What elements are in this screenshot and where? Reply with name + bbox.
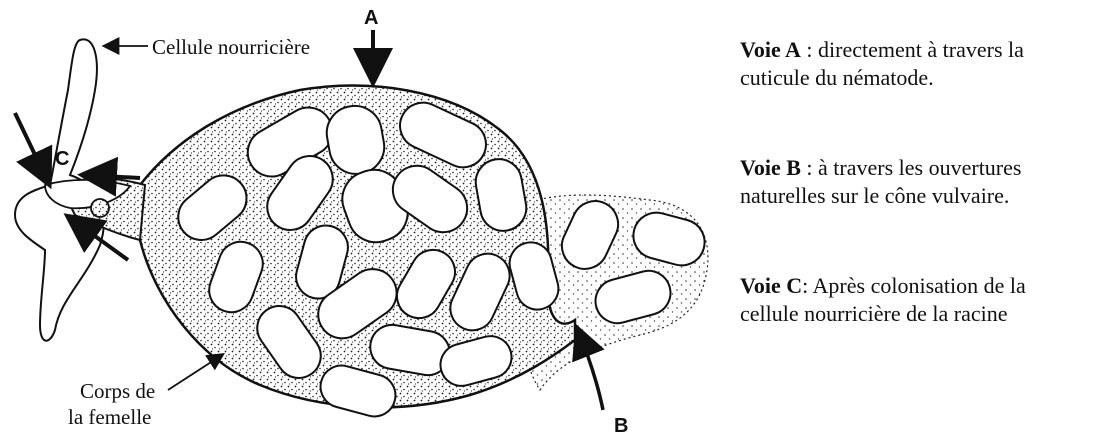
legend-c-text1: Après colonisation de la: [813, 273, 1026, 298]
legend-a-sep: :: [801, 37, 818, 62]
arrow-inner-1: [85, 175, 140, 178]
label-corps-line1: Corps de: [80, 378, 155, 404]
legend-c-text2: cellule nourricière de la racine: [740, 300, 1100, 328]
legend-b-sep: :: [801, 155, 818, 180]
label-cellule: Cellule nourricière: [152, 34, 310, 60]
legend-a-text1: directement à travers la: [818, 37, 1024, 62]
nematode-diagram: A B C: [0, 0, 720, 437]
legend-b-text1: à travers les ouvertures: [818, 155, 1021, 180]
stylet-bulb: [91, 199, 109, 217]
legend-c-sep: :: [802, 273, 812, 298]
legend-voie-a: Voie A : directement à travers la cuticu…: [740, 36, 1100, 92]
letter-b: B: [614, 415, 628, 437]
legend-b-text2: naturelles sur le cône vulvaire.: [740, 182, 1100, 210]
legend-c-title: Voie C: [740, 273, 802, 298]
arrow-c: [15, 113, 48, 182]
legend-b-title: Voie B: [740, 155, 801, 180]
label-corps-line2: la femelle: [68, 404, 151, 430]
legend-c-line1: Voie C: Après colonisation de la: [740, 272, 1100, 300]
legend-a-line1: Voie A : directement à travers la: [740, 36, 1100, 64]
letter-c: C: [55, 148, 69, 170]
pointer-corps: [168, 355, 222, 390]
letter-a: A: [364, 7, 378, 29]
legend-voie-b: Voie B : à travers les ouvertures nature…: [740, 154, 1100, 210]
legend-b-line1: Voie B : à travers les ouvertures: [740, 154, 1100, 182]
legend-a-title: Voie A: [740, 37, 801, 62]
legend-voie-c: Voie C: Après colonisation de la cellule…: [740, 272, 1100, 328]
legend-a-text2: cuticule du nématode.: [740, 64, 1100, 92]
